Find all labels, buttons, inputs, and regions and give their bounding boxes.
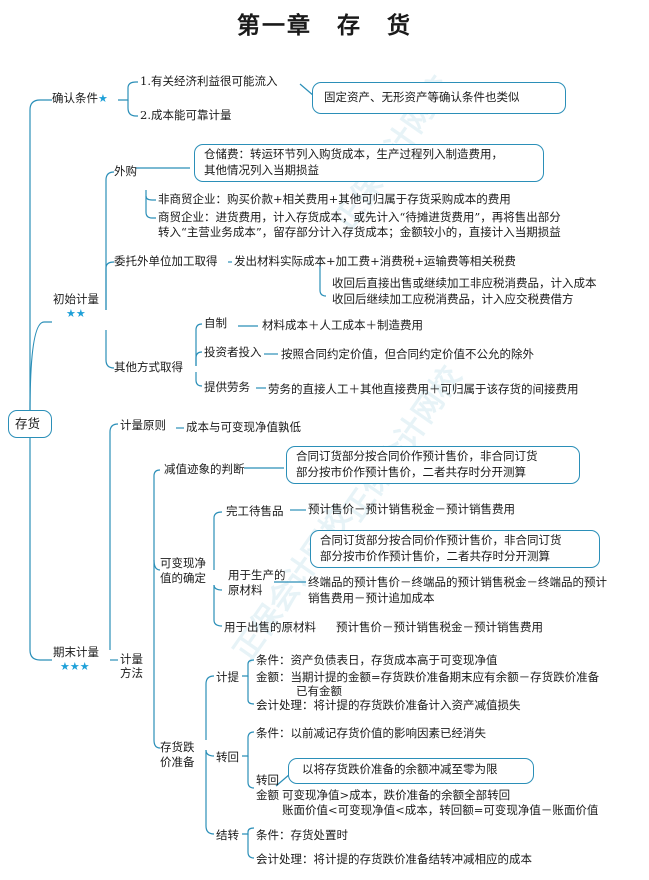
purchase-label: 外购 <box>114 164 137 178</box>
self-made-label: 自制 <box>204 316 227 330</box>
initial-label: 初始计量 <box>53 292 99 306</box>
storage-note-line1: 仓储费：转运环节列入购货成本，生产过程列入制造费用， <box>204 147 503 161</box>
reverse-condition: 条件：以前减记存货价值的影响因素已经消失 <box>256 726 486 740</box>
transfer-label: 结转 <box>216 828 239 842</box>
accrue-label: 计提 <box>216 670 239 684</box>
recognition-label: 确认条件★ <box>52 91 108 105</box>
method-label-2: 方法 <box>120 666 143 680</box>
contract-note-line2: 部分按市价作预计售价，二者共存时分开测算 <box>296 465 526 479</box>
star-icon: ★★★ <box>60 660 90 673</box>
recognition-note: 固定资产、无形资产等确认条件也类似 <box>324 90 520 104</box>
storage-note-line2: 其他情况列入当期损益 <box>204 163 319 177</box>
outsource-label: 委托外单位加工取得 <box>114 254 218 268</box>
recognition-note-box <box>312 82 566 114</box>
production-formula-line1: 终端品的预计售价－终端品的预计销售税金－终端品的预计 <box>308 575 607 589</box>
outsource-cost: 发出材料实际成本+加工费+消费税+运输费等相关税费 <box>234 254 516 268</box>
provision-label-1: 存货跌 <box>160 740 195 754</box>
outsource-sub-2: 收回后继续加工应税消费品，计入应交税费借方 <box>332 292 574 306</box>
nrv-label-2: 值的确定 <box>160 571 206 585</box>
self-made-cost: 材料成本＋人工成本＋制造费用 <box>262 318 423 332</box>
nrv-label-1: 可变现净 <box>160 556 206 570</box>
reverse-label: 转回 <box>216 750 239 764</box>
page-title: 第一章 存 货 <box>237 13 412 39</box>
method-label-1: 计量 <box>120 652 143 666</box>
production-material-label-1: 用于生产的 <box>228 568 286 582</box>
ending-label: 期末计量 <box>53 645 99 659</box>
production-material-label-2: 原材料 <box>228 583 263 597</box>
contract-note-line1: 合同订货部分按合同价作预计售价，非合同订货 <box>296 449 538 463</box>
provision-label-2: 价准备 <box>160 755 195 769</box>
root-node: 存货 <box>15 416 41 431</box>
sale-material-formula: 预计售价－预计销售税金－预计销售费用 <box>336 620 543 634</box>
principle-label: 计量原则 <box>120 418 166 432</box>
contract-note-box <box>286 446 580 484</box>
reverse-limit-box <box>288 758 534 784</box>
reverse-amount-label-1: 转回 <box>256 773 279 787</box>
accrue-amount-line1: 金额：当期计提的金额=存货跌价准备期末应有余额－存货跌价准备 <box>256 670 600 684</box>
storage-note-box <box>194 144 544 182</box>
contract-note2-line1: 合同订货部分按合同价作预计售价，非合同订货 <box>320 533 562 547</box>
impairment-label: 减值迹象的判断 <box>164 462 245 476</box>
finished-goods-label: 完工待售品 <box>226 504 284 518</box>
labor-label: 提供劳务 <box>204 380 250 394</box>
transfer-condition: 条件：存货处置时 <box>256 828 348 842</box>
recognition-cond-1: 1.有关经济利益很可能流入 <box>140 74 278 88</box>
finished-goods-formula: 预计售价－预计销售税金－预计销售费用 <box>308 502 515 516</box>
investor-label: 投资者投入 <box>204 345 262 359</box>
reverse-amount-line1: 可变现净值>成本，跌价准备的余额全部转回 <box>282 788 511 802</box>
transfer-entry: 会计处理：将计提的存货跌价准备结转冲减相应的成本 <box>256 852 532 866</box>
contract-note2-box <box>310 530 600 568</box>
star-icon: ★★ <box>66 307 86 320</box>
reverse-amount-label-2: 金额 <box>256 788 279 802</box>
accrue-entry: 会计处理：将计提的存货跌价准备计入资产减值损失 <box>256 698 521 712</box>
sale-material-label: 用于出售的原材料 <box>224 620 316 634</box>
star-icon: ★ <box>98 92 108 105</box>
labor-cost: 劳务的直接人工＋其他直接费用＋可归属于该存货的间接费用 <box>268 382 579 396</box>
accrue-condition: 条件：资产负债表日，存货成本高于可变现净值 <box>256 653 498 667</box>
root-node-box <box>8 410 52 438</box>
investor-cost: 按照合同约定价值，但合同约定价值不公允的除外 <box>281 347 534 361</box>
nontrade-text: 非商贸企业：购买价款+相关费用+其他可归属于存货采购成本的费用 <box>158 192 511 206</box>
trade-text-line1: 商贸企业：进货费用，计入存货成本，或先计入“待摊进货费用”，再将售出部分 <box>158 210 561 224</box>
recognition-cond-2: 2.成本能可靠计量 <box>140 108 232 122</box>
contract-note2-line2: 部分按市价作预计售价，二者共存时分开测算 <box>320 549 550 563</box>
reverse-limit-note: 以将存货跌价准备的余额冲减至零为限 <box>302 762 498 776</box>
other-label: 其他方式取得 <box>114 360 183 374</box>
production-formula-line2: 销售费用－预计追加成本 <box>308 591 435 605</box>
accrue-amount-line2: 已有金额 <box>296 684 342 698</box>
trade-text-line2: 转入“主营业务成本”，留存部分计入存货成本；金额较小的，直接计入当期损益 <box>158 225 561 239</box>
principle-text: 成本与可变现净值孰低 <box>186 420 301 434</box>
reverse-amount-line2: 账面价值<可变现净值<成本，转回额=可变现净值－账面价值 <box>282 803 599 817</box>
outsource-sub-1: 收回后直接出售或继续加工非应税消费品，计入成本 <box>332 276 597 290</box>
